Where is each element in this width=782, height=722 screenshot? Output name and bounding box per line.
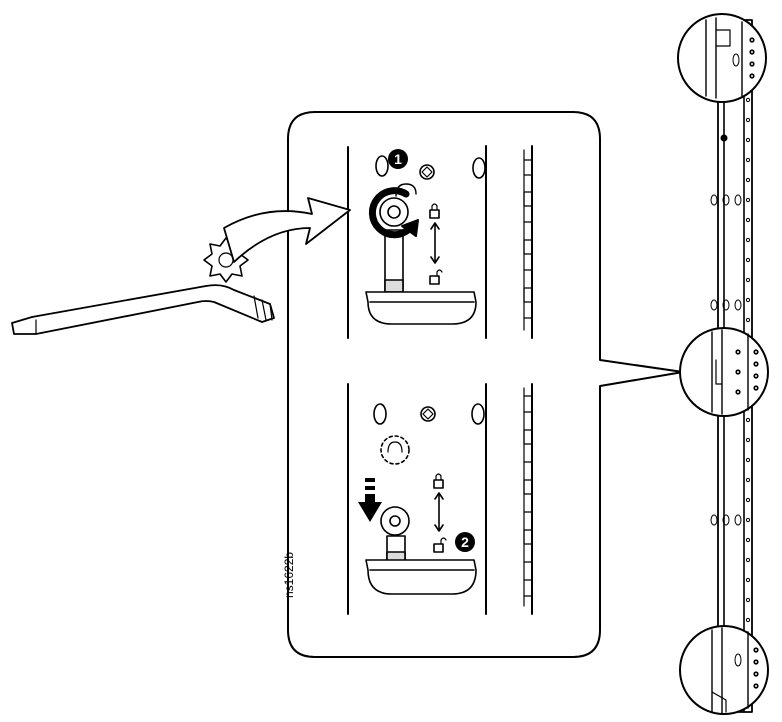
screw-marker-icon <box>420 406 436 422</box>
handle <box>365 291 477 325</box>
zoom-circle-top <box>677 13 767 103</box>
step-badge-1: 1 <box>388 149 408 169</box>
cam-knob <box>379 197 409 293</box>
rotate-arrow-icon <box>368 187 419 239</box>
padlock-open-icon <box>429 269 443 285</box>
step-number-1: 1 <box>394 151 402 167</box>
detail-unlocked: 2 <box>347 383 533 615</box>
padlock-closed-icon <box>433 473 444 489</box>
mounting-slot <box>471 403 485 425</box>
padlock-closed-icon <box>429 203 440 219</box>
step-badge-2: 2 <box>455 532 475 552</box>
double-arrow-icon <box>434 492 444 532</box>
padlock-open-icon <box>433 537 447 553</box>
detail-locked: 1 <box>347 145 533 339</box>
zoom-circle-bottom <box>679 625 769 715</box>
double-arrow-icon <box>430 222 440 264</box>
step-number-2: 2 <box>461 534 469 550</box>
curved-arrow-icon <box>223 197 351 263</box>
zoom-circle-middle <box>679 327 769 417</box>
mounting-slot <box>472 157 486 179</box>
mounting-slot <box>373 403 387 425</box>
lock-indicator <box>429 203 443 285</box>
cam-knob <box>380 506 410 565</box>
torx-key-icon <box>11 284 275 335</box>
screw-marker-icon <box>419 164 435 180</box>
handle <box>365 559 477 595</box>
figure-id-label: ns1622b <box>282 551 296 598</box>
rail-holes <box>745 77 751 623</box>
rail-keyholes <box>710 134 742 526</box>
lock-indicator <box>433 473 447 553</box>
down-arrow-icon <box>358 478 382 522</box>
mounting-slot <box>375 155 389 177</box>
